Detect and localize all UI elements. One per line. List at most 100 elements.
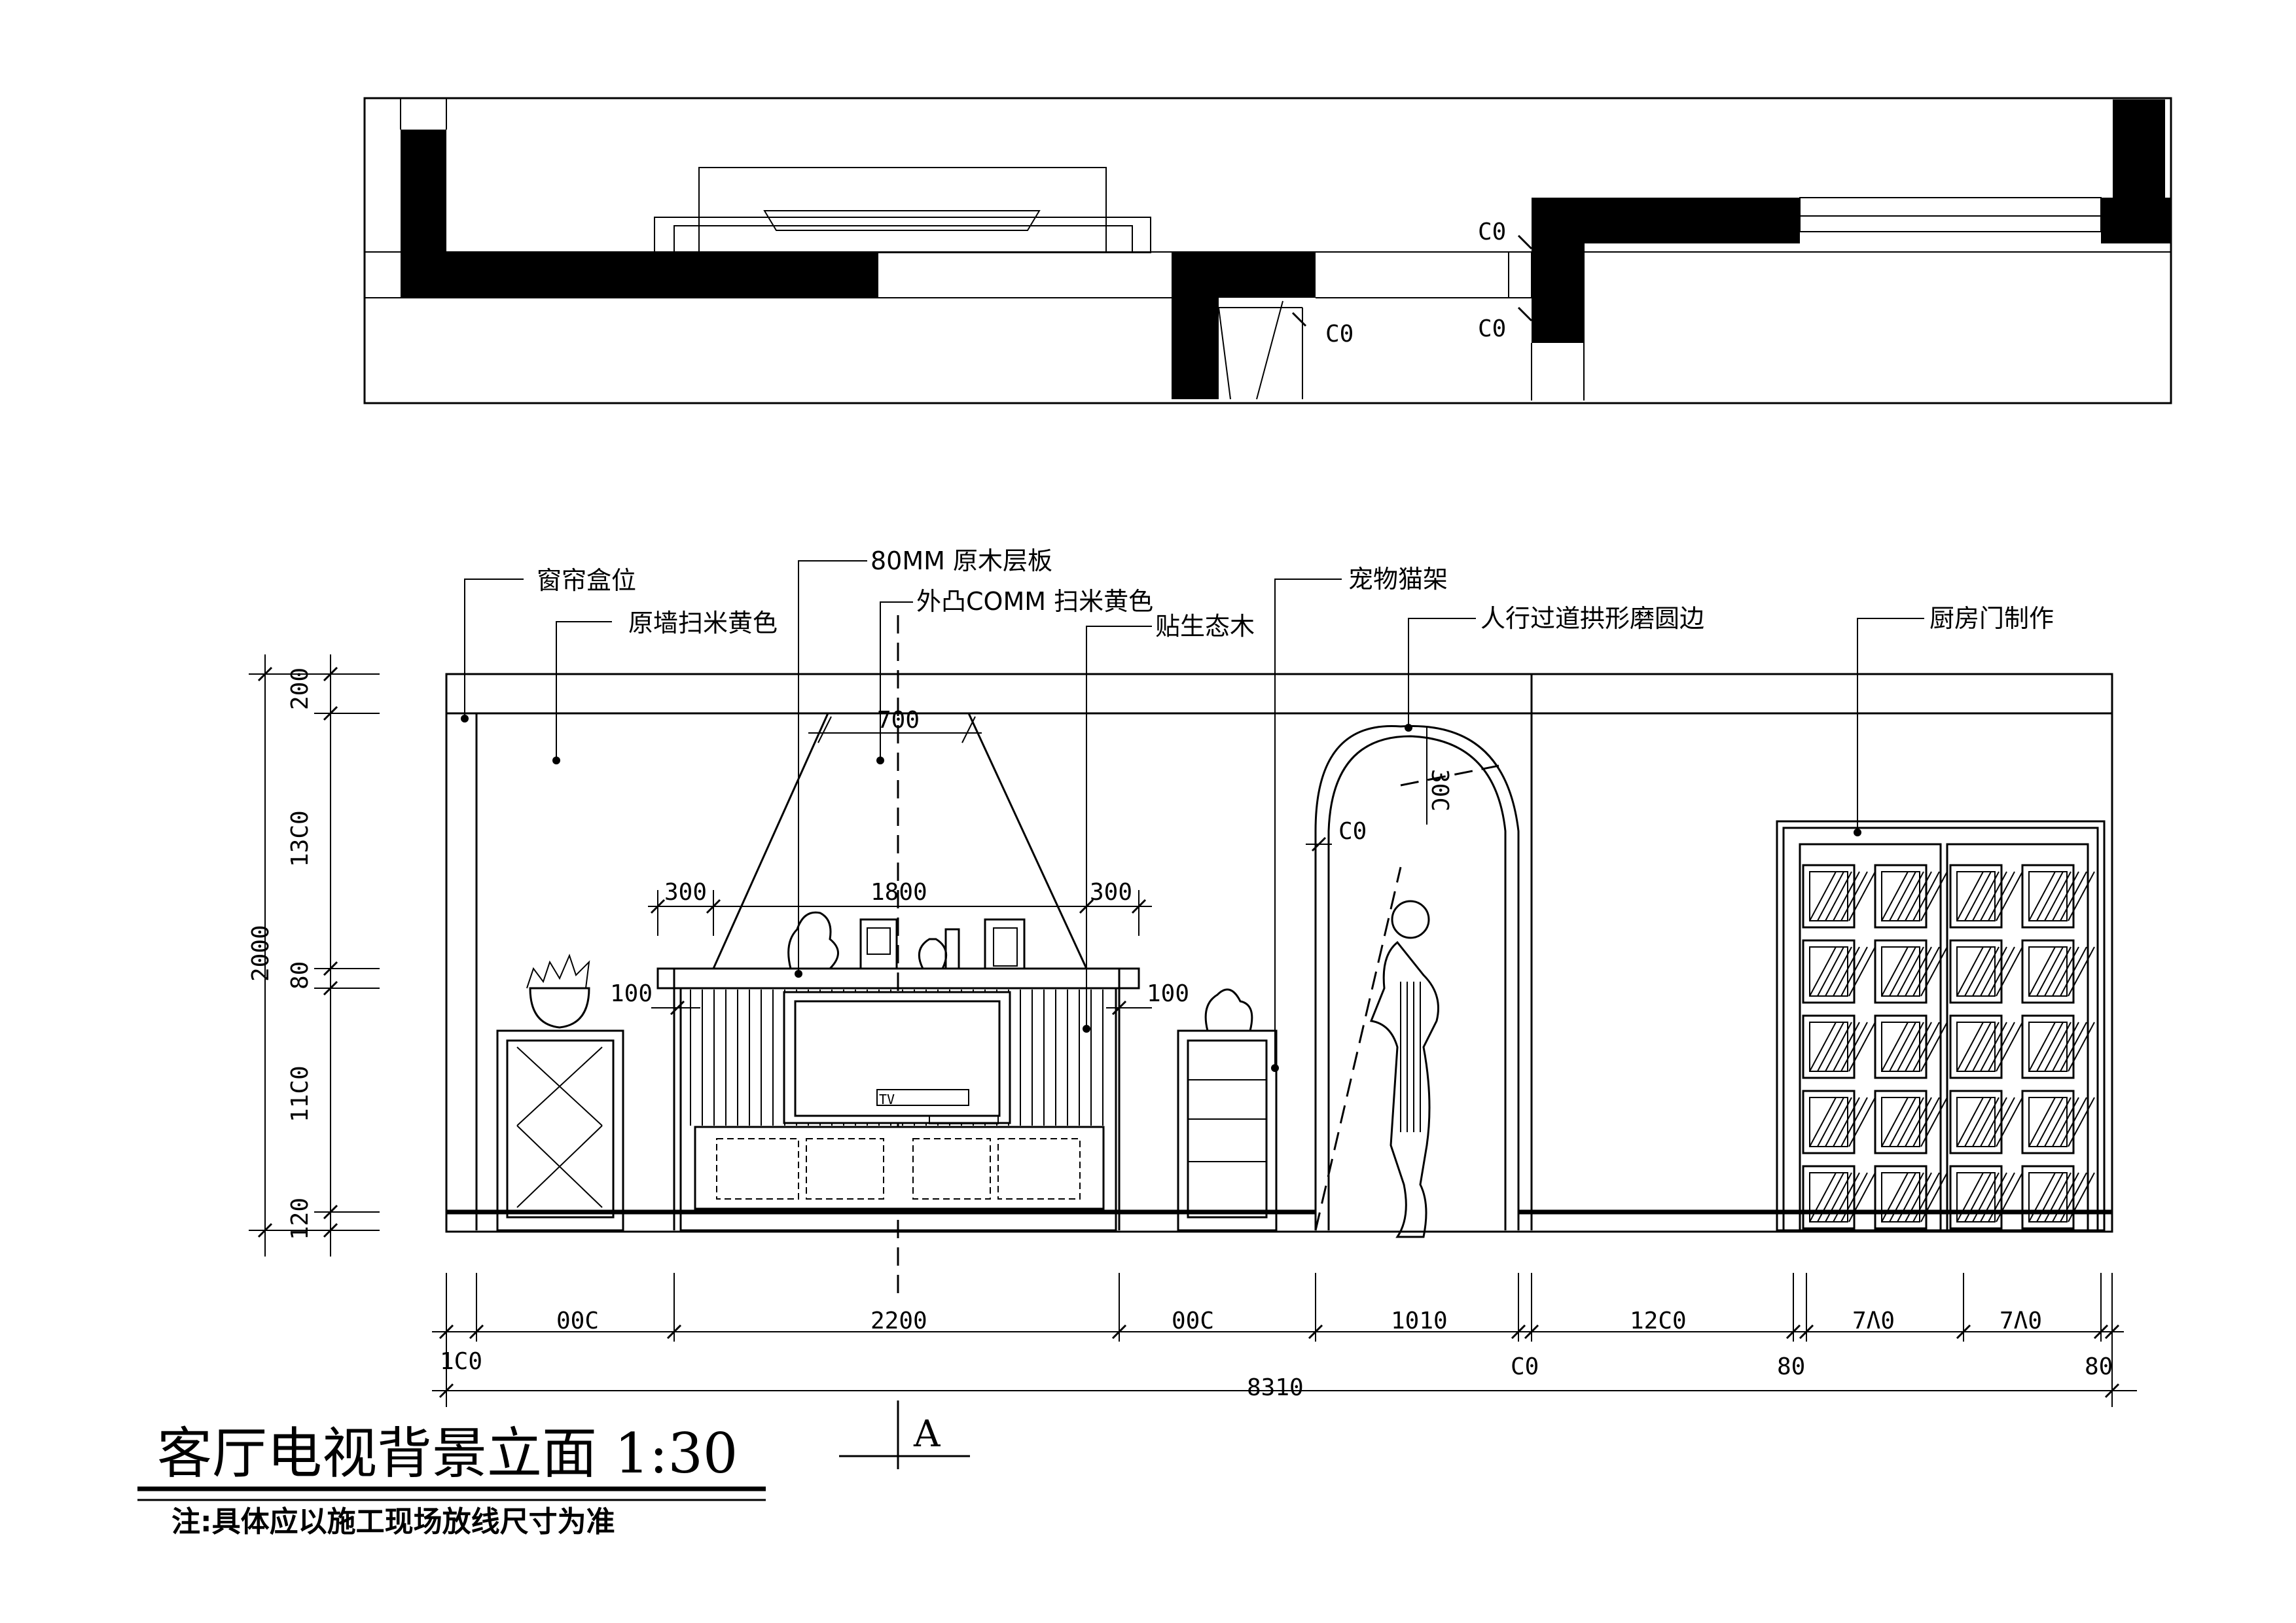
pane-hatch xyxy=(1956,871,1984,921)
dim-300-right: 300 xyxy=(1090,879,1132,906)
pane-hatch xyxy=(1956,1172,1984,1222)
dim-b-150: 1C0 xyxy=(440,1348,482,1375)
plan-dim-a: C0 xyxy=(1478,219,1506,245)
pane-hatch xyxy=(1964,1172,1992,1222)
pane-hatch xyxy=(2060,871,2087,921)
pane-hatch xyxy=(1972,1097,2000,1147)
pane-hatch xyxy=(1809,871,1837,921)
pane-hatch xyxy=(1988,871,2015,921)
pane-hatch xyxy=(2028,871,2056,921)
dim-b-50: C0 xyxy=(1511,1353,1539,1380)
left-dimensions xyxy=(249,654,380,1257)
pane-hatch xyxy=(1840,946,1868,997)
pane-hatch xyxy=(2036,1022,2064,1072)
pane-hatch xyxy=(2052,1022,2079,1072)
pane-hatch xyxy=(1980,946,2007,997)
dim-tick xyxy=(2104,1383,2120,1399)
door-pane-inner xyxy=(2028,1172,2068,1222)
pane-hatch xyxy=(1825,946,1852,997)
pane-hatch xyxy=(1988,1172,2015,1222)
dim-2000: 2000 xyxy=(247,925,274,982)
label-eco-wood: 贴生态木 xyxy=(1155,612,1255,641)
pane-hatch xyxy=(1817,946,1844,997)
dim-100-right: 100 xyxy=(1147,980,1189,1007)
pane-hatch xyxy=(1920,1097,1948,1147)
door-pane-inner xyxy=(1956,871,1996,921)
pane-hatch xyxy=(1897,1022,1924,1072)
pane-hatch xyxy=(1912,946,1940,997)
pane-hatch xyxy=(1905,946,1932,997)
dim-80: 80 xyxy=(287,961,314,990)
pane-hatch xyxy=(1920,1022,1948,1072)
pane-hatch xyxy=(2068,946,2095,997)
dim-arch-offset: C0 xyxy=(1338,818,1367,845)
dim-b-80a: 80 xyxy=(1777,1353,1805,1380)
dim-200: 200 xyxy=(287,668,314,710)
dim-b-2: 2200 xyxy=(870,1308,927,1334)
pane-hatch xyxy=(1897,1172,1924,1222)
pane-hatch xyxy=(1905,1172,1932,1222)
pane-hatch xyxy=(2052,871,2079,921)
pane-hatch xyxy=(1817,1097,1844,1147)
pane-hatch xyxy=(1825,871,1852,921)
pane-hatch xyxy=(1912,871,1940,921)
pane-hatch xyxy=(1889,1172,1916,1222)
pane-hatch xyxy=(1980,1172,2007,1222)
dim-100-left: 100 xyxy=(610,980,653,1007)
dim-arch-height: 30C xyxy=(1426,769,1453,812)
pane-hatch xyxy=(1881,871,1909,921)
pane-hatch xyxy=(1964,946,1992,997)
door-pane-inner xyxy=(1881,871,1920,921)
pane-hatch xyxy=(1897,1097,1924,1147)
pane-hatch xyxy=(1920,871,1948,921)
arch-passage xyxy=(1314,724,1520,1231)
door-pane-inner xyxy=(2028,871,2068,921)
pane-hatch xyxy=(2060,1097,2087,1147)
pane-hatch xyxy=(1825,1022,1852,1072)
pane-hatch xyxy=(1988,1097,2015,1147)
pane-hatch xyxy=(2052,1172,2079,1222)
pane-hatch xyxy=(2052,1097,2079,1147)
tv-socket-label: TV xyxy=(879,1092,895,1107)
pane-hatch xyxy=(1897,946,1924,997)
dim-120: 120 xyxy=(287,1198,314,1240)
pane-hatch xyxy=(1825,1172,1852,1222)
pane-hatch xyxy=(2052,946,2079,997)
dim-1800: 1800 xyxy=(870,879,927,906)
pane-hatch xyxy=(1848,1022,1876,1072)
dim-1150: 11C0 xyxy=(287,1065,314,1122)
pane-hatch xyxy=(2028,946,2056,997)
pane-hatch xyxy=(1972,946,2000,997)
label-raised: 外凸COMM 扫米黄色 xyxy=(916,587,1153,616)
pane-hatch xyxy=(2044,1172,2072,1222)
pane-hatch xyxy=(2044,1097,2072,1147)
drawing-note: 注:具体应以施工现场放线尺寸为准 xyxy=(171,1505,615,1539)
pane-hatch xyxy=(1996,946,2023,997)
dim-b-1: 00C xyxy=(556,1308,599,1334)
pane-hatch xyxy=(1905,1097,1932,1147)
pane-hatch xyxy=(2044,1022,2072,1072)
pane-hatch xyxy=(1833,1022,1860,1072)
pane-hatch xyxy=(1980,1097,2007,1147)
pane-hatch xyxy=(1996,871,2023,921)
elevation-outline xyxy=(445,673,2113,1233)
human-figure xyxy=(1369,900,1439,1238)
pane-hatch xyxy=(1809,1172,1837,1222)
pane-hatch xyxy=(1825,1097,1852,1147)
pane-hatch xyxy=(2068,1097,2095,1147)
pane-hatch xyxy=(1996,1097,2023,1147)
pane-hatch xyxy=(2044,946,2072,997)
label-kitchen-door: 厨房门制作 xyxy=(1929,604,2054,633)
pane-hatch xyxy=(1848,1172,1876,1222)
pane-hatch xyxy=(1964,1097,1992,1147)
door-pane-inner xyxy=(1956,946,1996,997)
label-shelf: 80MM 原木层板 xyxy=(870,546,1052,575)
pane-hatch xyxy=(1889,946,1916,997)
pane-hatch xyxy=(1833,1172,1860,1222)
pane-hatch xyxy=(2068,1022,2095,1072)
pane-hatch xyxy=(1840,1097,1868,1147)
pane-hatch xyxy=(2036,946,2064,997)
pane-hatch xyxy=(1912,1022,1940,1072)
pet-rack xyxy=(1177,988,1278,1232)
pane-hatch xyxy=(1817,1172,1844,1222)
